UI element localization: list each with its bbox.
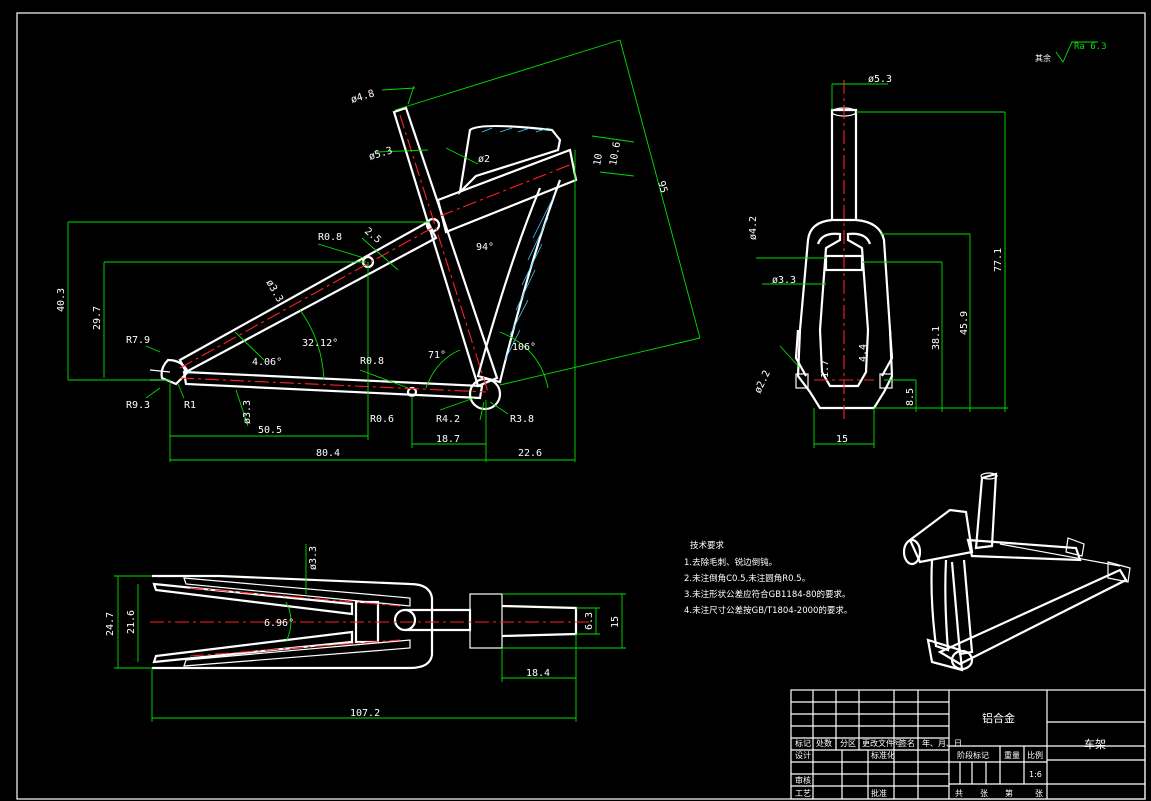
title-sheet2: 张: [1035, 789, 1043, 798]
title-sheets: 张: [980, 789, 988, 798]
top-outline: [152, 574, 434, 670]
title-design: 设计: [795, 750, 811, 760]
title-label: 年、月、日: [922, 738, 962, 748]
title-label: 标记: [795, 738, 811, 748]
dim-front-h771: 77.1: [993, 248, 1004, 272]
title-block: 铝合金 车架 标记 处数 分区 更改文件号 签名 年、月、日 设计 标准化 审核…: [790, 689, 1146, 800]
dim-top-a696: 6.96°: [264, 618, 294, 629]
dim-side-d33: ø3.3: [263, 278, 285, 304]
dim-side-h106: 10.6: [608, 141, 623, 167]
dim-side-a71: 71°: [428, 350, 446, 361]
title-label: 签名: [899, 738, 915, 748]
front-view: ø5.3 ø4.2 ø3.3 ø2.2 4.4 1.7 8.5 38.1 45.…: [748, 74, 1008, 448]
roughness-prefix: 其余: [1035, 53, 1051, 63]
dim-side-a106: 106°: [512, 342, 536, 353]
seat-tube: [392, 106, 499, 388]
dim-side-r42: R4.2: [436, 414, 460, 425]
dim-front-h17: 1.7: [820, 360, 831, 378]
dim-side-a406: 4.06°: [252, 357, 282, 368]
dim-side-w804: 80.4: [316, 448, 340, 459]
technical-notes: 技术要求 1.去除毛刺、锐边倒钝。 2.未注倒角C0.5,未注圆角R0.5。 3…: [684, 540, 852, 616]
dim-side-h10: 10: [592, 153, 605, 167]
dim-top-w184: 18.4: [526, 668, 550, 679]
notes-title: 技术要求: [690, 540, 725, 551]
dim-side-a94: 94°: [476, 242, 494, 253]
title-page: 第: [1005, 788, 1013, 798]
title-label: 更改文件号: [862, 738, 902, 748]
title-stage-mark: 阶段标记: [957, 750, 989, 760]
title-label: 处数: [816, 738, 832, 748]
dim-front-w15: 15: [836, 434, 848, 445]
dim-top-w1072: 107.2: [350, 708, 380, 719]
title-review: 审核: [795, 775, 811, 785]
front-outline: [796, 218, 894, 410]
title-weight: 重量: [1004, 750, 1020, 760]
top-dimension-lines: [114, 544, 626, 722]
note-item: 4.未注尺寸公差按GB/T1804-2000的要求。: [684, 605, 852, 616]
dim-top-d33: ø3.3: [308, 546, 319, 570]
top-view: 24.7 21.6 ø3.3 6.96° 6.3 15 18.4 107.2: [105, 544, 626, 722]
section-hatch: [481, 127, 554, 361]
note-item: 1.去除毛刺、锐边倒钝。: [684, 557, 777, 568]
title-total: 共: [955, 789, 963, 798]
roughness-value: Ra 6.3: [1074, 42, 1107, 52]
dim-front-h44: 4.4: [858, 344, 869, 362]
side-view: ø4.8 ø5.3 ø2 10 10.6 95 R0.8 2.5 ø3.3 94…: [56, 39, 701, 462]
note-item: 2.未注倒角C0.5,未注圆角R0.5。: [684, 573, 810, 584]
dim-top-w15: 15: [610, 616, 621, 628]
top-tube: [436, 148, 578, 234]
dim-side-w505: 50.5: [258, 425, 282, 436]
dim-front-h85: 8.5: [905, 388, 916, 406]
bottom-bracket: [468, 377, 502, 411]
head-bracket: [458, 124, 562, 196]
dim-side-d25: 2.5: [362, 226, 383, 246]
dim-side-r93: R9.3: [126, 400, 150, 411]
dim-side-len95: 95: [655, 180, 669, 195]
dim-side-w187: 18.7: [436, 434, 460, 445]
dim-side-h403: 40.3: [56, 288, 67, 312]
side-dimension-lines: [67, 39, 701, 462]
dim-top-h247: 24.7: [105, 612, 116, 636]
dim-side-d33b: ø3.3: [242, 400, 253, 424]
isometric-view: [902, 472, 1131, 672]
dim-side-r79: R7.9: [126, 335, 150, 346]
seat-stay: [178, 220, 438, 374]
roughness-symbol: 其余 Ra 6.3: [1035, 41, 1107, 63]
dim-side-h297: 29.7: [92, 306, 103, 330]
dim-side-r1: R1: [184, 400, 196, 411]
title-process: 工艺: [795, 789, 811, 798]
dim-side-d48: ø4.8: [350, 88, 376, 106]
dim-front-d33: ø3.3: [772, 275, 796, 286]
dim-side-d2: ø2: [478, 154, 490, 165]
title-scale-label: 比例: [1027, 750, 1043, 760]
dim-side-w226: 22.6: [518, 448, 542, 459]
title-approve: 批准: [871, 788, 887, 798]
drawing-border: [16, 12, 1146, 800]
dim-side-r06: R0.6: [370, 414, 394, 425]
front-dimension-lines: [756, 83, 1008, 448]
dim-front-h381: 38.1: [931, 326, 942, 350]
dim-side-r08a: R0.8: [318, 232, 342, 243]
dim-side-r08b: R0.8: [360, 356, 384, 367]
title-standard: 标准化: [871, 750, 895, 760]
dim-side-r38: R3.8: [510, 414, 534, 425]
title-scale: 1:6: [1029, 770, 1042, 779]
dim-front-d22: ø2.2: [753, 369, 773, 395]
dim-side-a3212: 32.12°: [302, 338, 338, 349]
dim-front-h459: 45.9: [959, 311, 970, 335]
dim-side-d53: ø5.3: [368, 145, 394, 163]
dim-top-h216: 21.6: [126, 610, 137, 634]
dim-front-d42: ø4.2: [748, 216, 759, 240]
title-part-name: 车架: [1084, 737, 1106, 751]
title-material: 铝合金: [982, 711, 1015, 725]
title-label: 分区: [840, 739, 856, 748]
dim-top-w63: 6.3: [584, 612, 595, 630]
rear-dropout: [160, 358, 190, 386]
chain-stay: [182, 370, 484, 400]
dim-front-d53: ø5.3: [868, 74, 892, 85]
note-item: 3.未注形状公差应符合GB1184-80的要求。: [684, 589, 851, 600]
